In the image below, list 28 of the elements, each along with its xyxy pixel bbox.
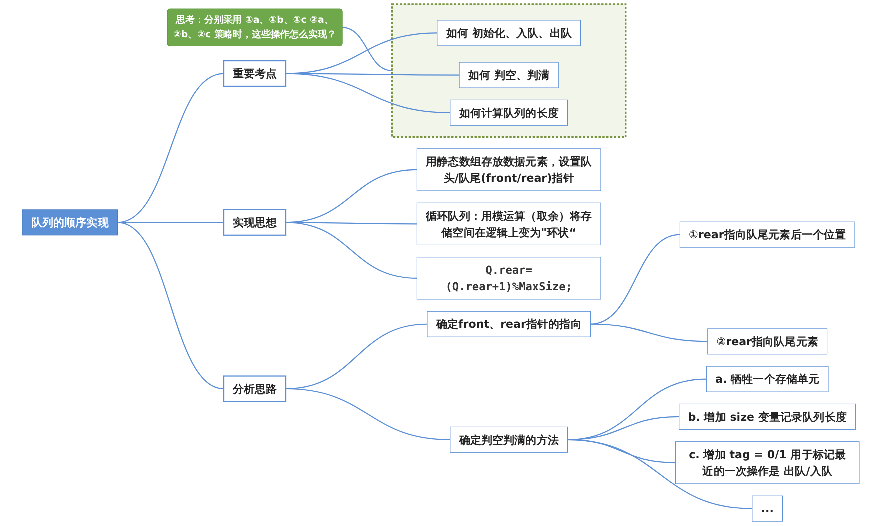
connector	[286, 73, 450, 114]
node-box: a. 牺牲一个存储单元	[706, 366, 829, 392]
connector	[590, 234, 680, 325]
node-box: b. 增加 size 变量记录队列长度	[679, 404, 856, 430]
connector	[590, 324, 708, 342]
node-box: 队列的顺序实现	[22, 210, 118, 236]
connector	[118, 73, 224, 224]
connector	[342, 27, 392, 72]
node-box: 确定判空判满的方法	[450, 426, 568, 453]
connector	[568, 439, 752, 510]
connector	[286, 388, 450, 440]
node-box: 确定front、rear指针的指向	[427, 311, 591, 338]
node-box: 如何 初始化、入队、出队	[437, 20, 582, 46]
node-box: 实现思想	[223, 209, 287, 236]
node-box: 如何计算队列的长度	[450, 100, 568, 126]
node-box: 如何 判空、判满	[459, 62, 559, 88]
connector	[118, 222, 224, 390]
node-box: 用静态数组存放数据元素，设置队头/队尾(front/rear)指针	[416, 148, 602, 192]
node-box: c. 增加 tag = 0/1 用于标记最近的一次操作是 出队/入队	[675, 442, 860, 484]
node-box: 循环队列：用模运算（取余）将存储空间在逻辑上变为"环状“	[416, 202, 602, 246]
node-box: ②rear指向队尾元素	[708, 328, 828, 355]
cluster	[391, 4, 627, 138]
node-box: 重要考点	[223, 60, 287, 88]
node-box: ...	[752, 496, 784, 522]
node-box: 分析思路	[223, 376, 287, 402]
connector	[286, 222, 418, 279]
node-box: Q.rear=(Q.rear+1)%MaxSize;	[416, 257, 602, 300]
node-box: ①rear指向队尾元素后一个位置	[680, 222, 856, 248]
